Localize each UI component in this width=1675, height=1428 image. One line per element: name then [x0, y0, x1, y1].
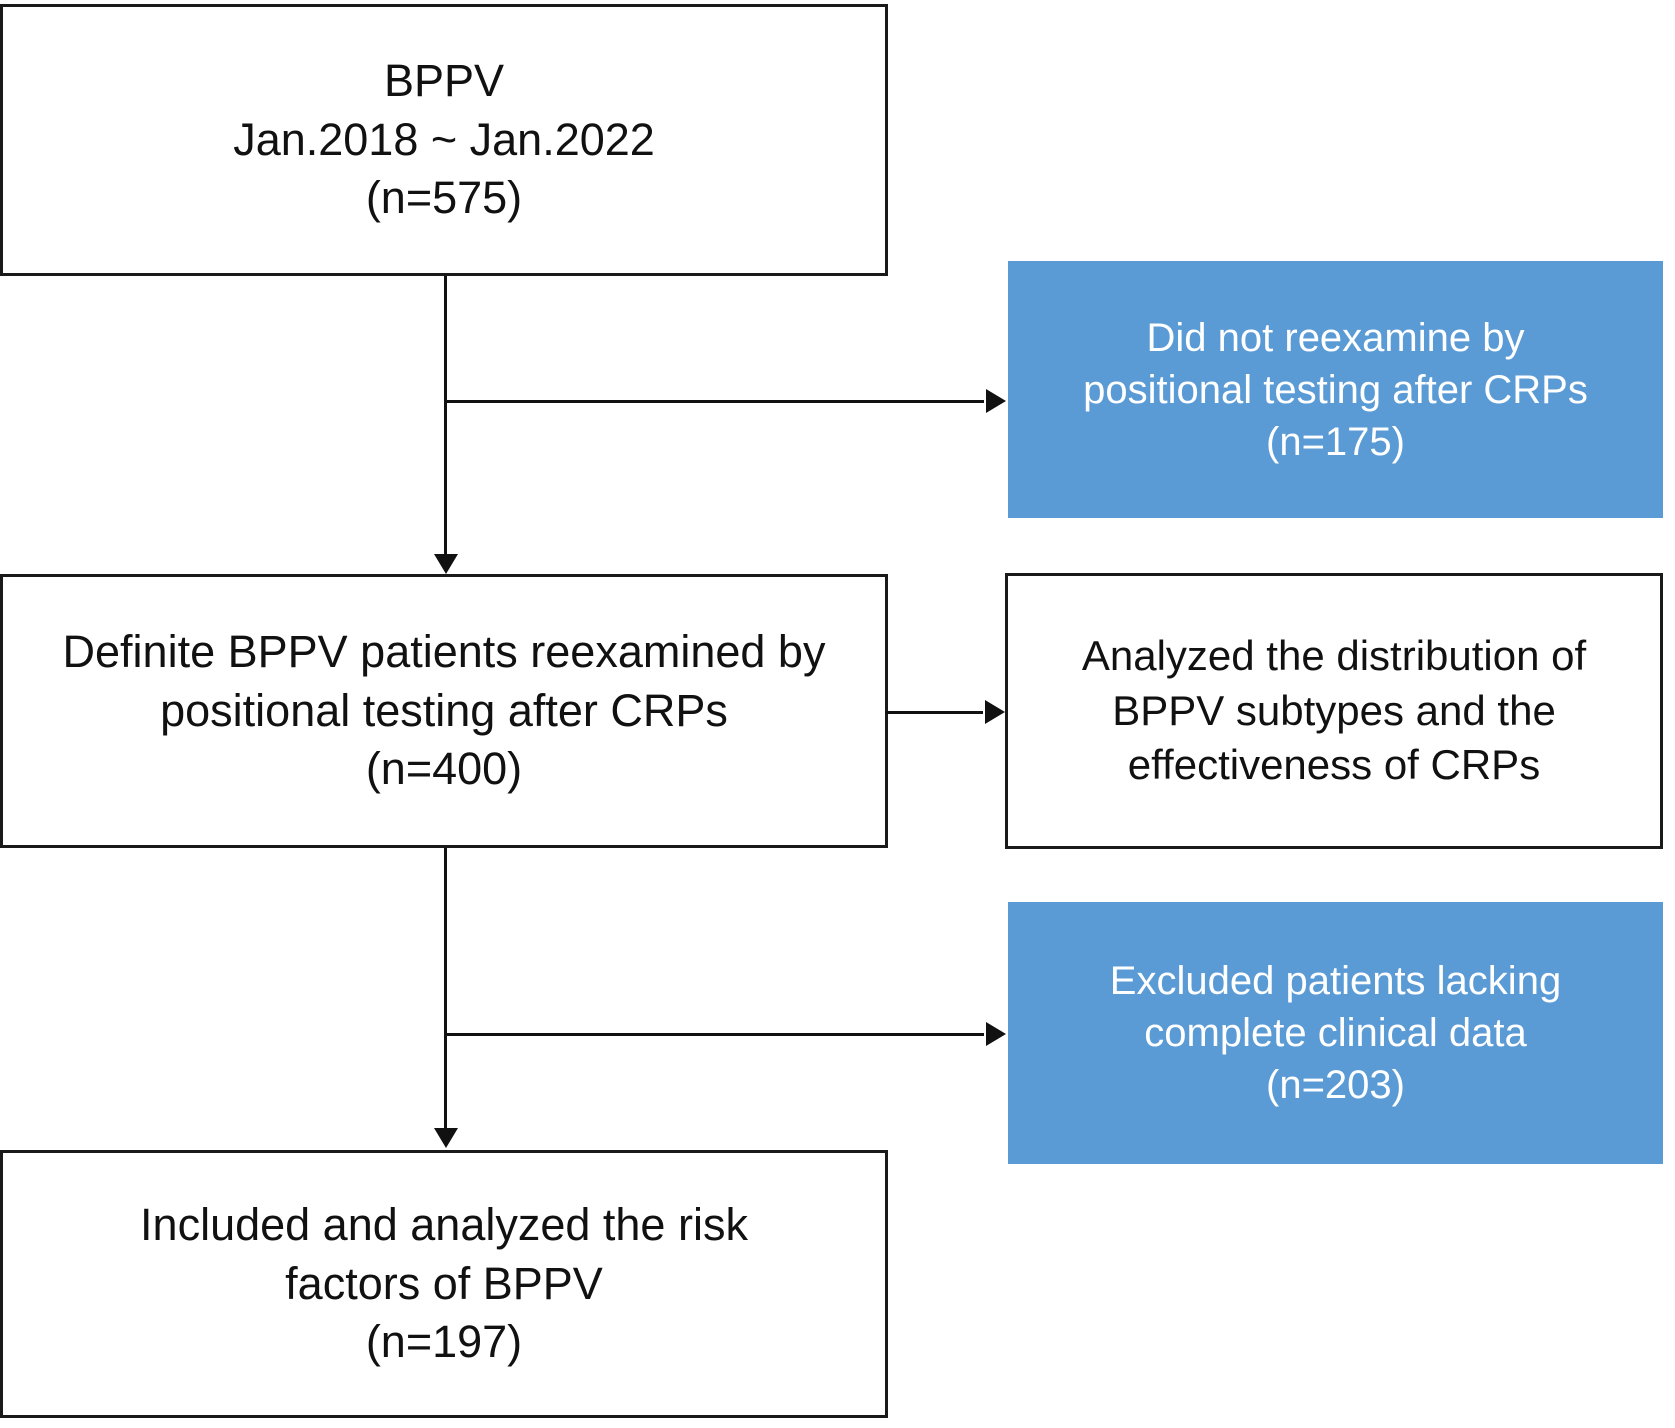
node-excluded-reexamine-line-1: Did not reexamine by — [1146, 315, 1525, 360]
node-definite-bppv: Definite BPPV patients reexamined by pos… — [0, 574, 888, 848]
arrowhead-down-icon-included — [434, 1128, 458, 1148]
node-excluded-reexamine: Did not reexamine by positional testing … — [1008, 261, 1663, 518]
node-included-risk-factors-line-1: Included and analyzed the risk — [140, 1199, 748, 1251]
node-definite-bppv-line-1: Definite BPPV patients reexamined by — [62, 626, 826, 678]
connector-enrollment-to-definite — [444, 276, 447, 558]
connector-definite-to-subtype-analysis — [885, 711, 983, 714]
node-subtype-analysis-line-3: effectiveness of CRPs — [1127, 741, 1541, 789]
node-enrollment-line-3: (n=575) — [365, 172, 523, 224]
node-included-risk-factors-line-3: (n=197) — [365, 1316, 523, 1368]
node-excluded-reexamine-line-3: (n=175) — [1266, 419, 1405, 464]
node-subtype-analysis-line-1: Analyzed the distribution of — [1081, 632, 1587, 680]
node-enrollment-line-1: BPPV — [383, 55, 505, 107]
connector-enrollment-to-excluded-reexamine — [444, 400, 984, 403]
connector-definite-to-included — [444, 848, 447, 1131]
node-excluded-reexamine-line-2: positional testing after CRPs — [1083, 367, 1588, 412]
node-subtype-analysis: Analyzed the distribution of BPPV subtyp… — [1005, 573, 1663, 849]
node-enrollment: BPPV Jan.2018 ~ Jan.2022 (n=575) — [0, 4, 888, 276]
connector-definite-to-excluded-incomplete-data — [444, 1033, 984, 1036]
arrowhead-right-icon-excluded-reexamine — [986, 389, 1006, 413]
arrowhead-right-icon-subtype-analysis — [985, 700, 1005, 724]
node-subtype-analysis-line-2: BPPV subtypes and the — [1112, 686, 1556, 734]
node-definite-bppv-line-2: positional testing after CRPs — [160, 684, 728, 736]
node-excluded-incomplete-data-line-2: complete clinical data — [1144, 1011, 1527, 1055]
arrowhead-right-icon-excluded-incomplete-data — [986, 1022, 1006, 1046]
node-definite-bppv-line-3: (n=400) — [365, 743, 523, 795]
node-enrollment-line-2: Jan.2018 ~ Jan.2022 — [233, 113, 655, 165]
node-included-risk-factors-line-2: factors of BPPV — [285, 1257, 603, 1309]
node-excluded-incomplete-data-line-1: Excluded patients lacking — [1109, 959, 1562, 1003]
node-excluded-incomplete-data-line-3: (n=203) — [1266, 1063, 1405, 1107]
arrowhead-down-icon-definite — [434, 554, 458, 574]
node-included-risk-factors: Included and analyzed the risk factors o… — [0, 1150, 888, 1418]
node-excluded-incomplete-data: Excluded patients lacking complete clini… — [1008, 902, 1663, 1164]
